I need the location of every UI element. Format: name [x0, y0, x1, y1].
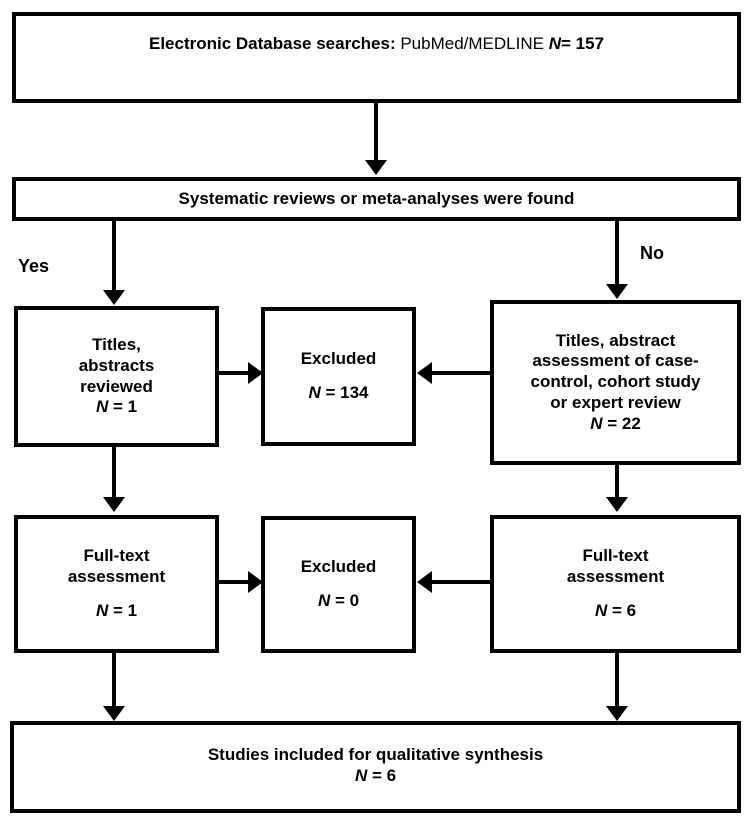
search-n-value: = 157 — [560, 34, 604, 53]
titles-right-n-symbol: N — [590, 413, 603, 433]
branch-label-no: No — [640, 243, 664, 263]
fulltext-left-text: Full-text assessment N = 1 — [18, 546, 215, 622]
excluded-1-n-value: = 134 — [325, 383, 369, 402]
systematic-label: Systematic reviews or meta-analyses were… — [178, 188, 575, 208]
excluded-1-text: Excluded N = 134 — [265, 349, 412, 403]
connector-titles-left-to-excluded — [216, 371, 252, 375]
connector-yes-branch — [112, 221, 116, 293]
titles-right-text: Titles, abstract assessment of case- con… — [494, 331, 737, 435]
arrow-fulltext-left-to-excluded — [248, 571, 263, 593]
connector-no-branch — [615, 221, 619, 287]
box-titles-abstract-assessment: Titles, abstract assessment of case- con… — [490, 300, 741, 465]
titles-left-line1: Titles, — [92, 335, 141, 355]
included-label: Studies included for qualitative synthes… — [207, 745, 544, 764]
box-full-text-assessment-left: Full-text assessment N = 1 — [14, 515, 219, 653]
connector-search-to-systematic — [374, 103, 378, 163]
arrow-titles-right-to-excluded — [417, 362, 432, 384]
connector-fulltext-right-to-included — [615, 653, 619, 709]
box-excluded-screening: Excluded N = 134 — [261, 307, 416, 446]
titles-left-line2: abstracts — [78, 355, 155, 375]
box-studies-included: Studies included for qualitative synthes… — [10, 721, 741, 813]
included-n-symbol: N — [354, 765, 368, 785]
search-label-bold: Electronic Database searches: — [148, 34, 396, 53]
fulltext-left-n-symbol: N — [95, 601, 109, 621]
arrow-search-to-systematic — [365, 160, 387, 175]
fulltext-left-line2: assessment — [67, 566, 166, 586]
excluded-2-n-value: = 0 — [334, 591, 360, 610]
fulltext-right-n-symbol: N — [594, 601, 608, 621]
excluded-1-label: Excluded — [300, 349, 377, 369]
titles-left-n-symbol: N — [95, 397, 109, 417]
connector-titles-left-to-fulltext-left — [112, 447, 116, 500]
fulltext-right-line1: Full-text — [582, 545, 649, 565]
connector-titles-right-to-fulltext-right — [615, 465, 619, 501]
fulltext-left-line1: Full-text — [83, 545, 150, 565]
arrow-fulltext-right-to-included — [606, 706, 628, 721]
titles-right-n-value: = 22 — [607, 413, 641, 433]
arrow-titles-left-to-fulltext-left — [103, 497, 125, 512]
arrow-no-branch — [606, 284, 628, 299]
box-titles-abstracts-reviewed: Titles, abstracts reviewed N = 1 — [14, 306, 219, 447]
box-full-text-assessment-right: Full-text assessment N = 6 — [490, 515, 741, 653]
arrow-titles-right-to-fulltext-right — [606, 497, 628, 512]
fulltext-right-text: Full-text assessment N = 6 — [494, 546, 737, 622]
titles-left-line3: reviewed — [80, 376, 153, 396]
arrow-fulltext-right-to-excluded — [417, 571, 432, 593]
fulltext-right-n-value: = 6 — [611, 601, 637, 621]
box-systematic-reviews-found: Systematic reviews or meta-analyses were… — [12, 177, 741, 221]
systematic-box-text: Systematic reviews or meta-analyses were… — [16, 189, 737, 210]
titles-left-n-value: = 1 — [112, 397, 138, 417]
excluded-2-label: Excluded — [300, 557, 377, 577]
titles-right-line2: assessment of case- — [532, 351, 699, 371]
titles-left-text: Titles, abstracts reviewed N = 1 — [18, 335, 215, 418]
search-label-source: PubMed/MEDLINE — [400, 34, 544, 53]
box-electronic-database-searches: Electronic Database searches: PubMed/MED… — [12, 12, 741, 103]
titles-right-line4: or expert review — [550, 392, 681, 412]
connector-fulltext-right-to-excluded — [432, 580, 492, 584]
excluded-2-text: Excluded N = 0 — [265, 557, 412, 611]
branch-label-yes: Yes — [18, 256, 50, 276]
fulltext-left-n-value: = 1 — [112, 601, 138, 621]
excluded-1-n-symbol: N — [308, 383, 321, 402]
connector-titles-right-to-excluded — [432, 371, 492, 375]
titles-right-line1: Titles, abstract — [555, 330, 676, 350]
connector-fulltext-left-to-excluded — [216, 580, 252, 584]
arrow-fulltext-left-to-included — [103, 706, 125, 721]
included-text: Studies included for qualitative synthes… — [14, 745, 737, 786]
fulltext-right-line2: assessment — [566, 566, 665, 586]
connector-fulltext-left-to-included — [112, 653, 116, 709]
excluded-2-n-symbol: N — [317, 591, 331, 610]
box-excluded-full-text: Excluded N = 0 — [261, 516, 416, 653]
arrow-titles-left-to-excluded — [248, 362, 263, 384]
search-n-symbol: N — [548, 34, 561, 53]
search-box-text: Electronic Database searches: PubMed/MED… — [16, 34, 737, 55]
titles-right-line3: control, cohort study — [530, 372, 701, 392]
arrow-yes-branch — [103, 290, 125, 305]
included-n-value: = 6 — [371, 765, 397, 785]
